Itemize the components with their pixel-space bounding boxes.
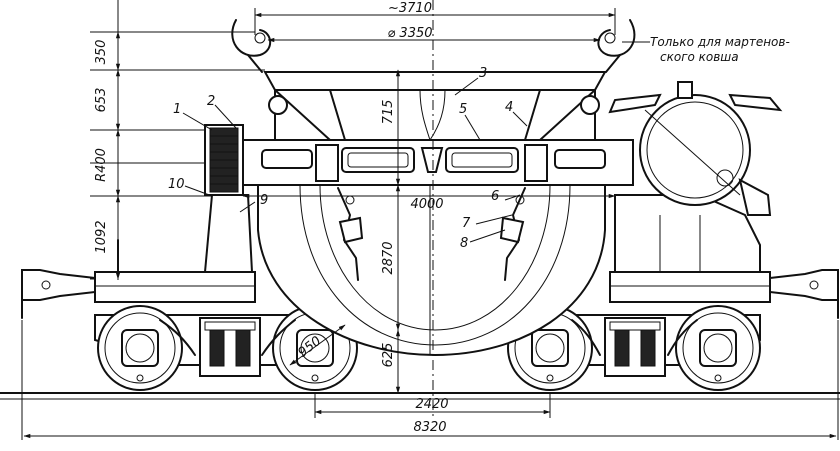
callout-6: 6: [491, 189, 499, 204]
dimensions: [21, 0, 839, 440]
left-pedestal: [203, 124, 254, 273]
note-line-2: ского ковша: [660, 50, 739, 64]
dim-653: 653: [94, 88, 109, 113]
left-lock: [337, 187, 364, 281]
ladle-top-frame: [231, 19, 636, 141]
dim-top-span: ~3710: [388, 1, 432, 16]
dim-r400: R400: [94, 148, 109, 182]
rack-gear: [209, 127, 239, 193]
dim-350: 350: [94, 40, 109, 65]
callout-4: 4: [505, 100, 513, 115]
dim-625: 625: [381, 343, 396, 368]
callout-7: 7: [462, 216, 471, 231]
dim-2870: 2870: [381, 241, 396, 274]
dim-715: 715: [381, 100, 396, 125]
dim-8320: 8320: [413, 420, 446, 435]
callout-8: 8: [460, 236, 468, 251]
main-beam: [242, 139, 634, 186]
callout-5: 5: [459, 102, 467, 117]
dim-2420: 2420: [415, 397, 448, 412]
callout-3: 3: [479, 66, 487, 81]
callout-9: 9: [260, 193, 268, 208]
right-lock: [499, 187, 526, 281]
callout-2: 2: [207, 94, 215, 109]
dim-1092: 1092: [94, 220, 109, 253]
right-bogie: [507, 305, 761, 391]
note-line-1: Только для мартенов-: [650, 35, 790, 49]
callout-leaders: [182, 77, 528, 243]
callout-1: 1: [173, 102, 181, 117]
rail-line: [0, 392, 840, 400]
callout-10: 10: [168, 177, 185, 192]
dim-4000: 4000: [410, 197, 443, 212]
dim-bowl-diameter: ⌀ 3350: [387, 26, 432, 41]
right-drive-housing: [608, 81, 783, 273]
underframe: [21, 239, 839, 319]
